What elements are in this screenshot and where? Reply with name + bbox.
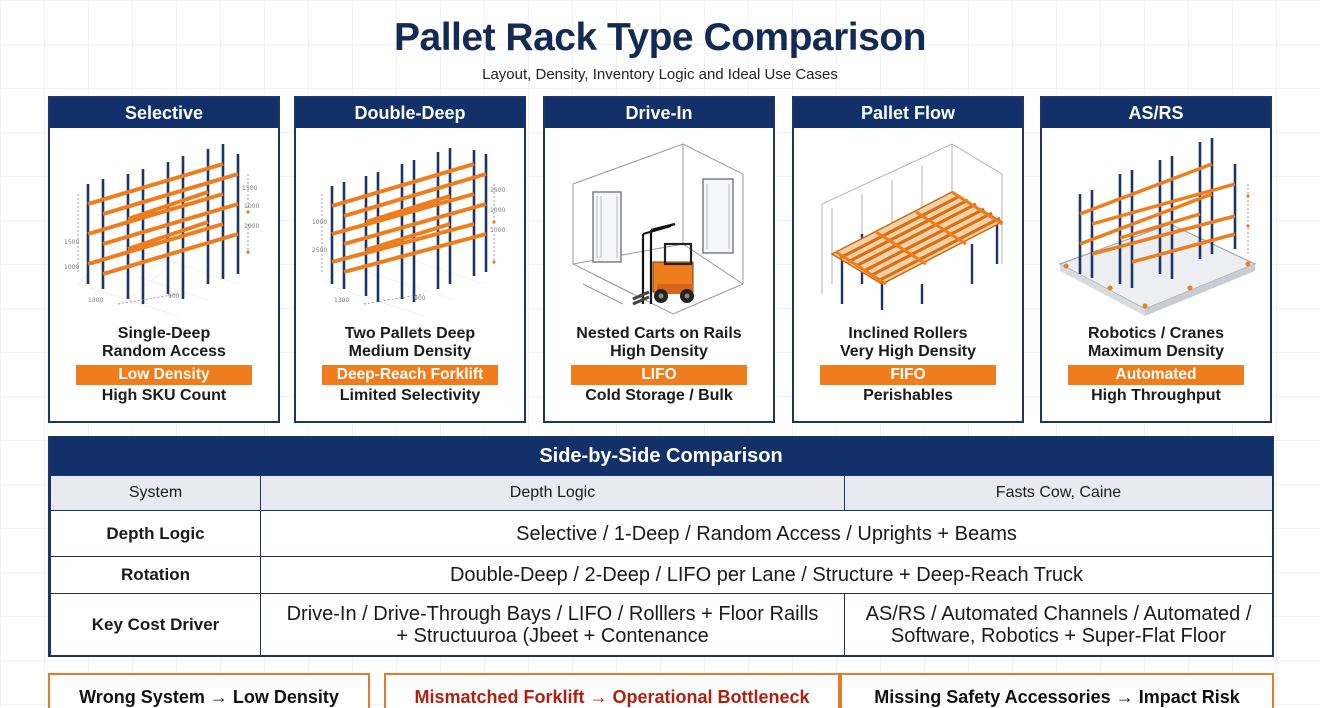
table-cell: Double-Deep / 2-Deep / LIFO per Lane / S… — [260, 556, 1273, 594]
warning-wrong-system: Wrong System → Low Density — [48, 673, 370, 708]
card-title: Drive-In — [545, 98, 773, 128]
cell-line: Drive-In / Drive-Through Bays / LIFO / R… — [286, 602, 819, 625]
card-title: Double-Deep — [296, 98, 524, 128]
card-line-1: Two Pallets Deep — [344, 325, 476, 342]
card-line-3: Cold Storage / Bulk — [585, 387, 733, 404]
rack-type-cards: Selective 1500 1000 1000 — [48, 96, 1274, 423]
card-line-2: Random Access — [102, 343, 226, 360]
dim-label: 1000 — [490, 227, 505, 234]
dim-label: 1300 — [334, 297, 349, 304]
table-row: Depth Logic Selective / 1-Deep / Random … — [50, 510, 1273, 557]
table-cell: AS/RS / Automated Channels / Automated /… — [844, 593, 1273, 656]
roller-conveyor-icon — [802, 134, 1016, 320]
table-header-cell: System — [50, 475, 261, 511]
card-double-deep: Double-Deep 1500 1000 10 — [294, 96, 526, 423]
card-title: Selective — [50, 98, 278, 128]
card-badge: Automated — [1068, 365, 1244, 385]
row-label: Rotation — [50, 556, 261, 594]
page-title: Pallet Rack Type Comparison — [394, 16, 926, 59]
dim-label: 1300 — [88, 297, 103, 304]
card-line-3: Limited Selectivity — [339, 387, 481, 404]
dim-label: 1000 — [244, 203, 259, 210]
table-header-row: System Depth Logic Fasts Cow, Caine — [50, 475, 1273, 511]
card-line-1: Nested Carts on Rails — [576, 325, 742, 342]
table-row: Rotation Double-Deep / 2-Deep / LIFO per… — [50, 556, 1273, 594]
card-line-1: Single-Deep — [117, 325, 211, 342]
comparison-title: Side-by-Side Comparison — [50, 438, 1272, 475]
dim-label: 1000 — [244, 223, 259, 230]
dim-label: 900 — [414, 295, 426, 302]
card-line-2: Medium Density — [348, 343, 472, 360]
table-row: Key Cost Driver Drive-In / Drive-Through… — [50, 593, 1273, 656]
table-cell: Drive-In / Drive-Through Bays / LIFO / R… — [260, 593, 845, 656]
card-pallet-flow: Pallet Flow — [792, 96, 1024, 423]
comparison-panel: Side-by-Side Comparison System Depth Log… — [48, 436, 1274, 657]
card-line-1: Inclined Rollers — [848, 325, 968, 342]
dim-label: 1500 — [490, 187, 505, 194]
row-label: Depth Logic — [50, 510, 261, 557]
card-line-2: High Density — [610, 343, 708, 360]
asrs-rack-icon — [1050, 134, 1264, 320]
dim-label: 1000 — [312, 219, 327, 226]
comparison-table: System Depth Logic Fasts Cow, Caine Dept… — [50, 475, 1273, 656]
dim-label: 1000 — [64, 264, 79, 271]
card-title: AS/RS — [1042, 98, 1270, 128]
dim-label: 1000 — [490, 207, 505, 214]
dim-label: 2500 — [312, 247, 327, 254]
double-deep-rack-icon: 1500 1000 1000 1000 2500 900 1300 — [304, 134, 518, 320]
card-asrs: AS/RS Robotics / Cranes Max — [1040, 96, 1272, 423]
page-subtitle: Layout, Density, Inventory Logic and Ide… — [482, 66, 838, 83]
row-label: Key Cost Driver — [50, 593, 261, 656]
warning-mismatched-forklift: Mismatched Forklift → Operational Bottle… — [384, 673, 840, 708]
card-line-3: High SKU Count — [101, 387, 227, 404]
card-line-3: High Throughput — [1091, 387, 1221, 404]
card-line-1: Robotics / Cranes — [1087, 325, 1225, 342]
card-badge: LIFO — [571, 365, 747, 385]
forklift-icon — [553, 134, 767, 320]
card-selective: Selective 1500 1000 1000 — [48, 96, 280, 423]
selective-rack-icon: 1500 1000 1000 1500 1000 900 1300 — [58, 134, 272, 320]
card-badge: FIFO — [820, 365, 996, 385]
card-drive-in: Drive-In — [543, 96, 775, 423]
card-badge: Deep-Reach Forklift — [322, 365, 498, 385]
card-line-2: Maximum Density — [1087, 343, 1225, 360]
warning-missing-safety: Missing Safety Accessories → Impact Risk — [840, 673, 1274, 708]
cell-line: + Structuuroa (Jbeet + Contenance — [396, 624, 709, 647]
dim-label: 1500 — [64, 239, 79, 246]
cell-line: AS/RS / Automated Channels / Automated / — [865, 602, 1252, 625]
dim-label: 900 — [168, 293, 180, 300]
card-badge: Low Density — [76, 365, 252, 385]
cell-line: Software, Robotics + Super-Flat Floor — [890, 624, 1227, 647]
table-header-cell: Fasts Cow, Caine — [844, 475, 1273, 511]
card-line-2: Very High Density — [839, 343, 977, 360]
table-cell: Selective / 1-Deep / Random Access / Upr… — [260, 510, 1273, 557]
table-header-cell: Depth Logic — [260, 475, 845, 511]
dim-label: 1500 — [242, 185, 257, 192]
card-line-3: Perishables — [863, 387, 953, 404]
card-title: Pallet Flow — [794, 98, 1022, 128]
